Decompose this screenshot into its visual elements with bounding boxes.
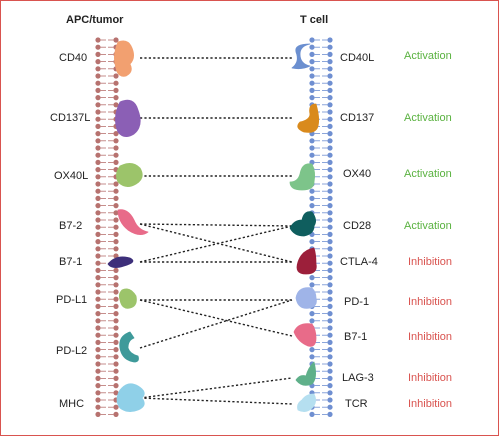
ligand-cd40 — [114, 40, 134, 77]
receptor-pd-1 — [295, 287, 317, 309]
ligand-ox40l — [116, 163, 143, 187]
interaction-line — [139, 299, 293, 349]
receptor-label-cd40l: CD40L — [340, 52, 375, 64]
receptor-cd40l — [291, 43, 311, 70]
receptor-cd137 — [297, 103, 320, 133]
status-ox40: Activation — [404, 168, 452, 180]
ligand-mhc — [116, 383, 145, 412]
receptor-lag-3 — [295, 361, 316, 386]
receptor-label-cd137: CD137 — [340, 112, 375, 124]
ligand-pd-l2 — [119, 331, 139, 363]
ligand-label-b7-1: B7-1 — [59, 256, 83, 268]
status-cd40l: Activation — [404, 50, 452, 62]
receptor-cd28 — [289, 211, 316, 237]
ligand-label-mhc: MHC — [59, 398, 85, 410]
status-lag-3: Inhibition — [408, 372, 453, 384]
status-cd137: Activation — [404, 112, 452, 124]
status-cd28: Activation — [404, 220, 452, 232]
ligand-label-b7-2: B7-2 — [59, 220, 83, 232]
ligand-pd-l1 — [118, 288, 137, 309]
ligand-label-pd-l2: PD-L2 — [56, 345, 88, 357]
ligand-label-cd40: CD40 — [59, 52, 88, 64]
status-tcr: Inhibition — [408, 398, 453, 410]
ligand-label-pd-l1: PD-L1 — [56, 294, 88, 306]
receptor-label-b7-1: B7-1 — [344, 331, 368, 343]
receptor-label-ctla-4: CTLA-4 — [340, 256, 378, 268]
receptor-label-pd-1: PD-1 — [344, 296, 370, 308]
ligand-label-ox40l: OX40L — [54, 170, 89, 182]
receptor-ctla-4 — [296, 247, 317, 275]
receptor-label-ox40: OX40 — [343, 168, 372, 180]
status-b7-1: Inhibition — [408, 331, 453, 343]
apc-tumor-header: APC/tumor — [66, 14, 124, 26]
receptor-label-lag-3: LAG-3 — [342, 372, 374, 384]
ligand-b7-1 — [107, 256, 134, 268]
receptor-tcr — [297, 393, 316, 412]
ligand-label-cd137l: CD137L — [50, 112, 91, 124]
ligand-cd137l — [115, 99, 141, 137]
receptor-ox40 — [289, 163, 316, 191]
status-pd-1: Inhibition — [408, 296, 453, 308]
status-ctla-4: Inhibition — [408, 256, 453, 268]
interaction-line — [139, 377, 293, 399]
interaction-line — [139, 299, 293, 337]
ligand-b7-2 — [117, 209, 149, 235]
t-cell-header: T cell — [300, 14, 329, 26]
receptor-label-tcr: TCR — [345, 398, 368, 410]
receptor-label-cd28: CD28 — [343, 220, 372, 232]
interaction-line — [139, 397, 293, 405]
tcell-membrane — [309, 37, 333, 417]
receptor-b7-1 — [293, 323, 317, 347]
interaction-line — [139, 223, 293, 227]
apc-membrane — [95, 37, 119, 417]
